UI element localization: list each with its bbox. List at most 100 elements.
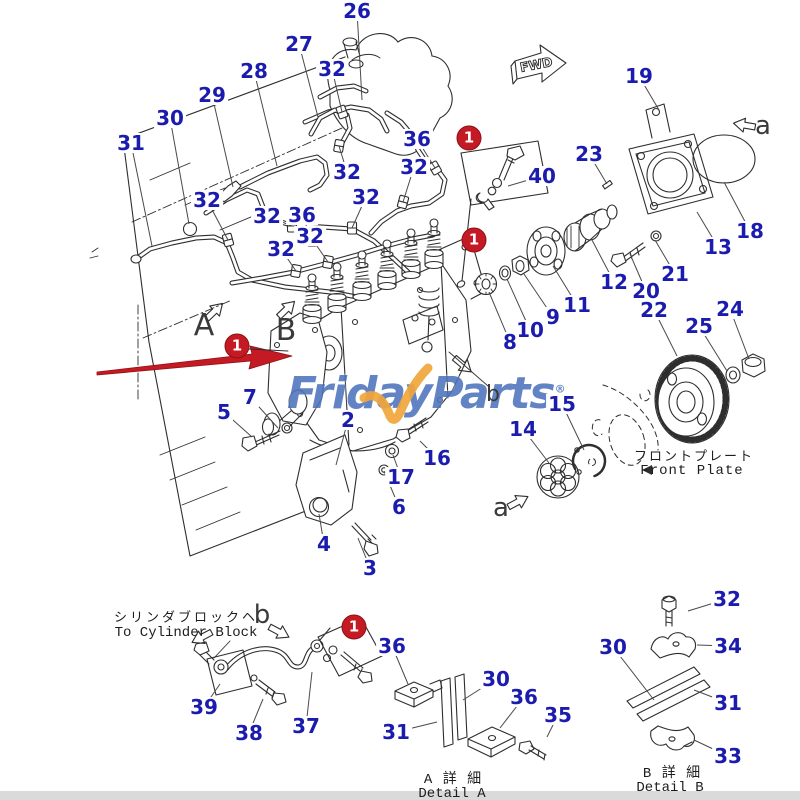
front-plate-dashed xyxy=(588,384,659,475)
part-label-24-25: 24 xyxy=(714,297,746,321)
part-label-32-15: 32 xyxy=(265,237,297,261)
detail-b-parts xyxy=(626,595,711,751)
part-label-30-4: 30 xyxy=(154,106,186,130)
fwd-arrow: FWD xyxy=(510,44,567,85)
bracket-2 xyxy=(295,434,358,526)
pin-part xyxy=(456,280,466,288)
snap-ring-15 xyxy=(571,443,607,479)
bolt-35 xyxy=(518,740,547,761)
watermark: FridayParts® xyxy=(287,372,566,416)
callout-assembly-top xyxy=(456,140,549,288)
part-label-31-5: 31 xyxy=(115,131,147,155)
bar-30-a xyxy=(454,673,468,741)
part-label-27-1: 27 xyxy=(283,32,315,56)
mounting-parts xyxy=(241,417,429,557)
bolt-32-b xyxy=(661,595,677,627)
flange-13 xyxy=(628,103,714,215)
part-label-9-28: 9 xyxy=(544,305,562,329)
part-label-36-44: 36 xyxy=(376,634,408,658)
part-label-10-29: 10 xyxy=(514,318,546,342)
part-label-5-37: 5 xyxy=(215,400,233,424)
callout-marker-3: 1 xyxy=(341,614,367,640)
part-label-36-46: 36 xyxy=(508,685,540,709)
part-label-23-17: 23 xyxy=(573,142,605,166)
annotation-text-6: B 詳 細 xyxy=(642,766,702,782)
clamp-36-upper xyxy=(394,679,443,708)
annotation-text-3: Front Plate xyxy=(640,463,744,479)
part-label-4-39: 4 xyxy=(315,532,333,556)
view-letter-A-0: A xyxy=(193,308,215,343)
washer-25 xyxy=(725,366,741,384)
part-label-30-51: 30 xyxy=(597,635,629,659)
part-label-32-49: 32 xyxy=(711,587,743,611)
annotation-text-7: Detail B xyxy=(636,780,704,796)
part-label-14-32: 14 xyxy=(507,417,539,441)
nut-17 xyxy=(384,443,400,459)
callout-marker-1: 1 xyxy=(461,227,487,253)
annotation-text-2: フロントプレート xyxy=(633,449,755,465)
part-label-16-33: 16 xyxy=(421,446,453,470)
part-label-7-38: 7 xyxy=(241,385,259,409)
part-label-20-22: 20 xyxy=(630,279,662,303)
part-label-29-3: 29 xyxy=(196,83,228,107)
part-label-38-42: 38 xyxy=(233,721,265,745)
bar-31-a xyxy=(440,677,454,748)
part-label-31-48: 31 xyxy=(380,720,412,744)
part-label-40-18: 40 xyxy=(526,164,558,188)
watermark-reg-icon: ® xyxy=(554,382,566,396)
part-label-12-21: 12 xyxy=(598,270,630,294)
part-label-8-30: 8 xyxy=(501,330,519,354)
part-label-33-53: 33 xyxy=(712,744,744,768)
washer-10 xyxy=(498,265,512,281)
leader-line-30 xyxy=(169,117,190,225)
nut-24 xyxy=(741,353,766,378)
leader-line-27 xyxy=(298,43,319,118)
callout-link-line xyxy=(248,348,289,352)
part-label-17-34: 17 xyxy=(385,465,417,489)
part-label-15-31: 15 xyxy=(546,392,578,416)
annotation-text-5: Detail A xyxy=(418,786,486,800)
part-label-32-7: 32 xyxy=(331,160,363,184)
part-label-35-47: 35 xyxy=(542,703,574,727)
clamp-36-lower xyxy=(467,726,516,758)
part-label-3-40: 3 xyxy=(361,556,379,580)
leader-line-29 xyxy=(211,94,234,188)
bearing-14 xyxy=(536,455,580,499)
watermark-text: FridayParts xyxy=(287,368,556,419)
detail-a-parts xyxy=(394,673,547,761)
b-pointer-line xyxy=(448,351,489,387)
part-label-19-16: 19 xyxy=(623,64,655,88)
part-label-34-50: 34 xyxy=(712,634,744,658)
annotation-text-0: シリンダブロックヘ xyxy=(113,610,259,626)
view-letter-b-5: b xyxy=(486,382,500,407)
bolt-38 xyxy=(255,679,276,699)
part-label-25-26: 25 xyxy=(683,314,715,338)
fuel-pipe-assembly-37 xyxy=(193,617,383,706)
fwd-text: FWD xyxy=(519,54,554,75)
annotation-text-4: A 詳 細 xyxy=(423,772,483,788)
view-letter-a-3: a xyxy=(493,493,509,523)
part-label-36-9: 36 xyxy=(401,127,433,151)
part-label-32-10: 32 xyxy=(398,155,430,179)
part-label-31-52: 31 xyxy=(712,691,744,715)
part-label-39-41: 39 xyxy=(188,695,220,719)
part-label-36-13: 36 xyxy=(286,203,318,227)
footer-strip xyxy=(0,791,800,800)
part-label-32-12: 32 xyxy=(251,204,283,228)
part-label-32-8: 32 xyxy=(350,185,382,209)
drive-gear-parts xyxy=(536,353,766,499)
view-letter-b-4: b xyxy=(253,600,271,630)
bolt-16 xyxy=(405,417,429,436)
governor-spring xyxy=(418,287,440,317)
part-label-32-14: 32 xyxy=(294,224,326,248)
part-label-37-43: 37 xyxy=(290,714,322,738)
part-label-18-20: 18 xyxy=(734,219,766,243)
banjo-39 xyxy=(213,659,229,675)
coupling-12 xyxy=(563,204,618,252)
part-label-2-36: 2 xyxy=(339,408,357,432)
pipe-grommet-30 xyxy=(182,221,198,237)
bolt-5 xyxy=(253,430,281,447)
part-label-11-27: 11 xyxy=(561,293,593,317)
bolt-3 xyxy=(351,522,377,544)
